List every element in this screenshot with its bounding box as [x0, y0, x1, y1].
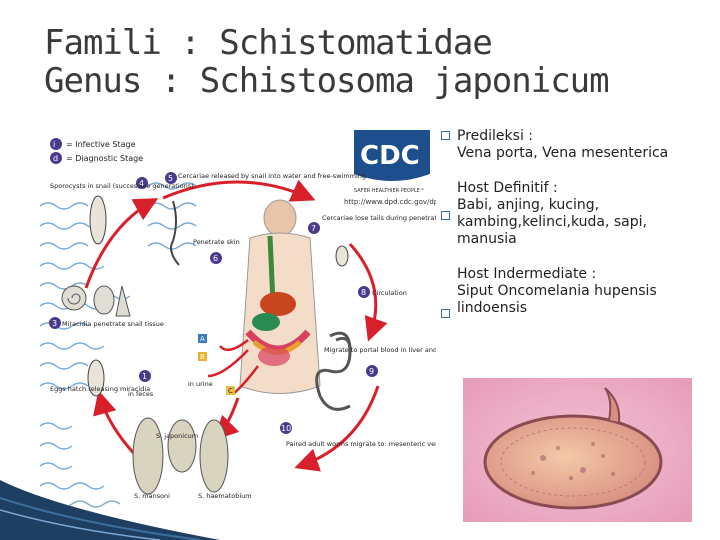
human-figure — [239, 199, 321, 394]
adult-worms — [315, 331, 352, 411]
life-cycle-diagram: i = Infective Stage d = Diagnostic Stage… — [38, 126, 436, 512]
svg-text:4: 4 — [139, 179, 144, 188]
svg-text:in feces: in feces — [128, 390, 154, 398]
bullet-marker — [441, 131, 450, 140]
svg-text:6: 6 — [213, 254, 218, 263]
svg-text:Migrate to portal blood in liv: Migrate to portal blood in liver and mat… — [324, 346, 436, 354]
svg-text:9: 9 — [369, 367, 374, 376]
slide-title: Famili : Schistomatidae Genus : Schistos… — [44, 23, 610, 101]
svg-text:Eggs hatch releasing miracidia: Eggs hatch releasing miracidia — [50, 385, 150, 393]
bullet-marker — [441, 309, 450, 318]
svg-text:10: 10 — [281, 424, 291, 433]
bullet-marker — [441, 211, 450, 220]
svg-text:B: B — [200, 353, 205, 361]
decorative-corner — [0, 480, 220, 540]
svg-text:= Infective Stage: = Infective Stage — [66, 140, 136, 149]
svg-text:Miracidia penetrate snail tiss: Miracidia penetrate snail tissue — [62, 320, 164, 328]
snails — [61, 285, 131, 317]
title-family: Famili : Schistomatidae — [44, 23, 493, 63]
svg-text:Paired adult worms migrate to:: Paired adult worms migrate to: mesenteri… — [286, 440, 436, 448]
svg-text:Cercariae released by snail in: Cercariae released by snail into water a… — [178, 172, 366, 180]
miracidium — [87, 359, 105, 397]
legend: i = Infective Stage d = Diagnostic Stage — [50, 138, 143, 164]
svg-text:in urine: in urine — [188, 380, 213, 388]
svg-text:C: C — [228, 387, 233, 395]
svg-text:S. japonicum: S. japonicum — [156, 432, 198, 440]
title-genus: Genus : Schistosoma japonicum — [44, 61, 610, 101]
abc-labels: A B C — [198, 334, 235, 395]
host-definitif-text: Host Definitif : Babi, anjing, kucing, k… — [457, 180, 647, 247]
svg-text:S. haematobium: S. haematobium — [198, 492, 252, 500]
svg-text:A: A — [200, 335, 205, 343]
svg-text:Penetrate skin: Penetrate skin — [193, 238, 240, 246]
host-intermediate-text: Host Indermediate : Siput Oncomelania hu… — [457, 266, 657, 316]
svg-text:8: 8 — [361, 288, 366, 297]
egg-micrograph — [463, 378, 692, 522]
step-labels: Eggs hatch releasing miracidia Miracidia… — [50, 172, 436, 500]
cycle-arrows — [84, 179, 388, 472]
svg-text:d: d — [53, 154, 58, 163]
svg-text:1: 1 — [142, 372, 147, 381]
svg-text:Cercariae lose tails during pe: Cercariae lose tails during penetration … — [322, 214, 436, 222]
svg-text:Sporocysts in snail (successiv: Sporocysts in snail (successive generati… — [50, 182, 194, 190]
svg-text:7: 7 — [311, 224, 316, 233]
svg-text:= Diagnostic Stage: = Diagnostic Stage — [66, 154, 143, 163]
predileksi-text: Predileksi : Vena porta, Vena mesenteric… — [457, 128, 669, 161]
svg-text:i: i — [53, 140, 55, 149]
svg-text:SAFER·HEALTHIER·PEOPLE™: SAFER·HEALTHIER·PEOPLE™ — [354, 188, 425, 194]
svg-text:CDC: CDC — [360, 141, 420, 171]
svg-text:3: 3 — [52, 319, 57, 328]
step-badges: 1 3 4 5 6 7 8 9 10 — [49, 172, 378, 434]
cdc-logo: CDC SAFER·HEALTHIER·PEOPLE™ http://www.d… — [344, 126, 436, 206]
svg-text:http://www.dpd.cdc.gov/dpdx: http://www.dpd.cdc.gov/dpdx — [344, 198, 436, 206]
svg-text:S. mansoni: S. mansoni — [134, 492, 170, 500]
eggs — [132, 417, 229, 495]
info-list: Predileksi : Vena porta, Vena mesenteric… — [457, 128, 707, 335]
cercaria — [170, 200, 180, 266]
svg-text:Circulation: Circulation — [372, 289, 407, 297]
svg-text:5: 5 — [168, 174, 173, 183]
schistosomulum — [335, 245, 349, 267]
sporocyst — [89, 195, 107, 245]
